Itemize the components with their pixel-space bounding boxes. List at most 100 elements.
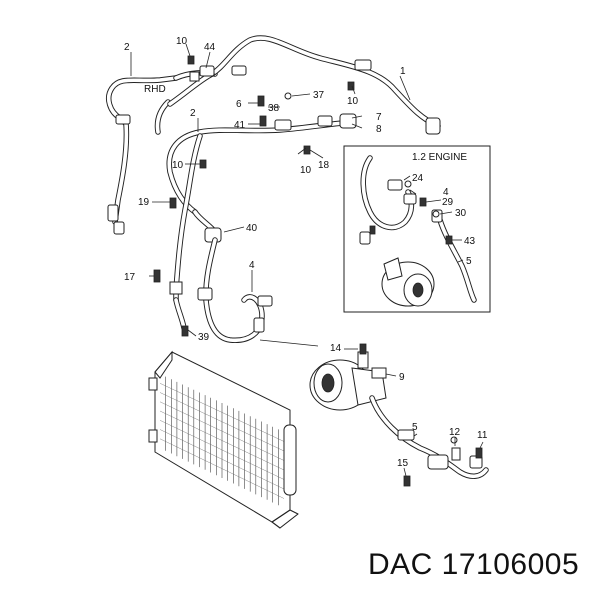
inset-callout-4: 4 <box>443 187 449 198</box>
pipe-fitting <box>339 113 357 129</box>
callout-19: 19 <box>138 197 150 208</box>
hose-assembly-5 <box>369 395 489 479</box>
callout-40: 40 <box>246 223 258 234</box>
hose-fitting <box>197 287 213 301</box>
condenser-tube <box>159 438 285 499</box>
callout-11: 11 <box>477 430 488 441</box>
bracket <box>148 377 158 391</box>
callout-14: 14 <box>330 343 342 354</box>
callout-5: 5 <box>412 422 418 433</box>
pipe-fitting <box>317 115 333 127</box>
inset-callout-24: 24 <box>412 173 424 184</box>
pipe-clamp <box>115 114 131 125</box>
pipe-assembly-2 <box>166 113 357 243</box>
bracket <box>148 429 158 443</box>
condenser-tube <box>159 401 285 461</box>
engine-inset <box>343 145 491 313</box>
callout-37: 37 <box>313 90 325 101</box>
callout-39: 39 <box>198 332 210 343</box>
pipe-fitting <box>387 179 403 191</box>
callout-labels: 2 10 44 1 RHD 37 10 6 38 2 7 41 8 10 18 … <box>124 36 488 469</box>
callout-17: 17 <box>124 272 136 283</box>
hose-assembly-4 <box>197 237 273 343</box>
condenser <box>148 350 299 529</box>
condenser-tube <box>159 429 285 490</box>
bolt <box>169 197 177 209</box>
callout-44: 44 <box>204 42 216 53</box>
hose-fitting <box>257 295 273 307</box>
pipe-bracket <box>231 65 247 76</box>
nut <box>284 92 292 100</box>
callout-1: 1 <box>400 66 406 77</box>
bolt <box>359 343 367 355</box>
pipe-bracket <box>354 59 372 71</box>
condenser-fins <box>159 376 285 506</box>
callout-2: 2 <box>124 42 130 53</box>
pipe-bracket <box>274 119 292 131</box>
valve <box>451 447 461 461</box>
pipe-fitting <box>113 221 125 235</box>
pipe-fitting <box>403 193 417 205</box>
receiver-drier <box>283 424 297 496</box>
rhd-label: RHD <box>144 84 166 95</box>
callout-7: 7 <box>376 112 382 123</box>
bolt <box>419 197 427 207</box>
fasteners <box>153 55 483 487</box>
bolt <box>303 145 311 155</box>
bolt <box>347 81 355 91</box>
bolt <box>199 159 207 169</box>
bolt <box>257 95 265 107</box>
condenser-tube <box>159 410 285 471</box>
callout-12: 12 <box>449 427 461 438</box>
hose-fitting <box>253 317 265 333</box>
nut <box>450 436 458 444</box>
part-number-caption: DAC 17106005 <box>368 548 580 581</box>
condenser-tube <box>159 420 285 480</box>
callout-41: 41 <box>234 120 246 131</box>
bolt <box>153 269 161 283</box>
bolt <box>475 447 483 459</box>
condenser-tube <box>159 383 285 442</box>
pipe-fitting <box>169 281 183 295</box>
compressor-port <box>371 367 387 379</box>
callout-10: 10 <box>347 96 359 107</box>
bolt <box>403 475 411 487</box>
inset-callout-29: 29 <box>442 197 454 208</box>
clip <box>189 71 200 82</box>
inset-callout-30: 30 <box>455 208 467 219</box>
callout-10: 10 <box>176 36 188 47</box>
callout-2: 2 <box>190 108 196 119</box>
callout-38: 38 <box>268 103 280 114</box>
callout-10: 10 <box>172 160 184 171</box>
bolt <box>181 325 189 337</box>
callout-4: 4 <box>249 260 255 271</box>
callout-18: 18 <box>318 160 330 171</box>
engine-label: 1.2 ENGINE <box>412 152 467 163</box>
bolt <box>445 235 453 245</box>
inset-callout-5: 5 <box>466 256 472 267</box>
pipe-assembly-left <box>169 133 203 331</box>
hose-fitting <box>427 454 449 470</box>
condenser-tube <box>159 392 285 452</box>
pipe-fitting <box>107 204 119 222</box>
nut <box>404 180 412 188</box>
compressor <box>309 351 387 411</box>
callout-9: 9 <box>399 372 405 383</box>
pipe-assembly-rhd <box>106 70 218 235</box>
callout-8: 8 <box>376 124 382 135</box>
callout-6: 6 <box>236 99 242 110</box>
bolt <box>259 115 267 127</box>
callout-10: 10 <box>300 165 312 176</box>
callout-15: 15 <box>397 458 409 469</box>
bolt <box>369 225 376 235</box>
pipe-fitting <box>425 117 441 135</box>
hose-fitting <box>397 429 415 441</box>
leader-lines <box>130 43 484 477</box>
nut <box>432 210 440 218</box>
pipe-bracket <box>199 65 215 77</box>
inset-callout-43: 43 <box>464 236 476 247</box>
bolt <box>187 55 195 65</box>
pipe-fitting <box>359 231 371 245</box>
pipe-assembly-1 <box>167 35 441 135</box>
